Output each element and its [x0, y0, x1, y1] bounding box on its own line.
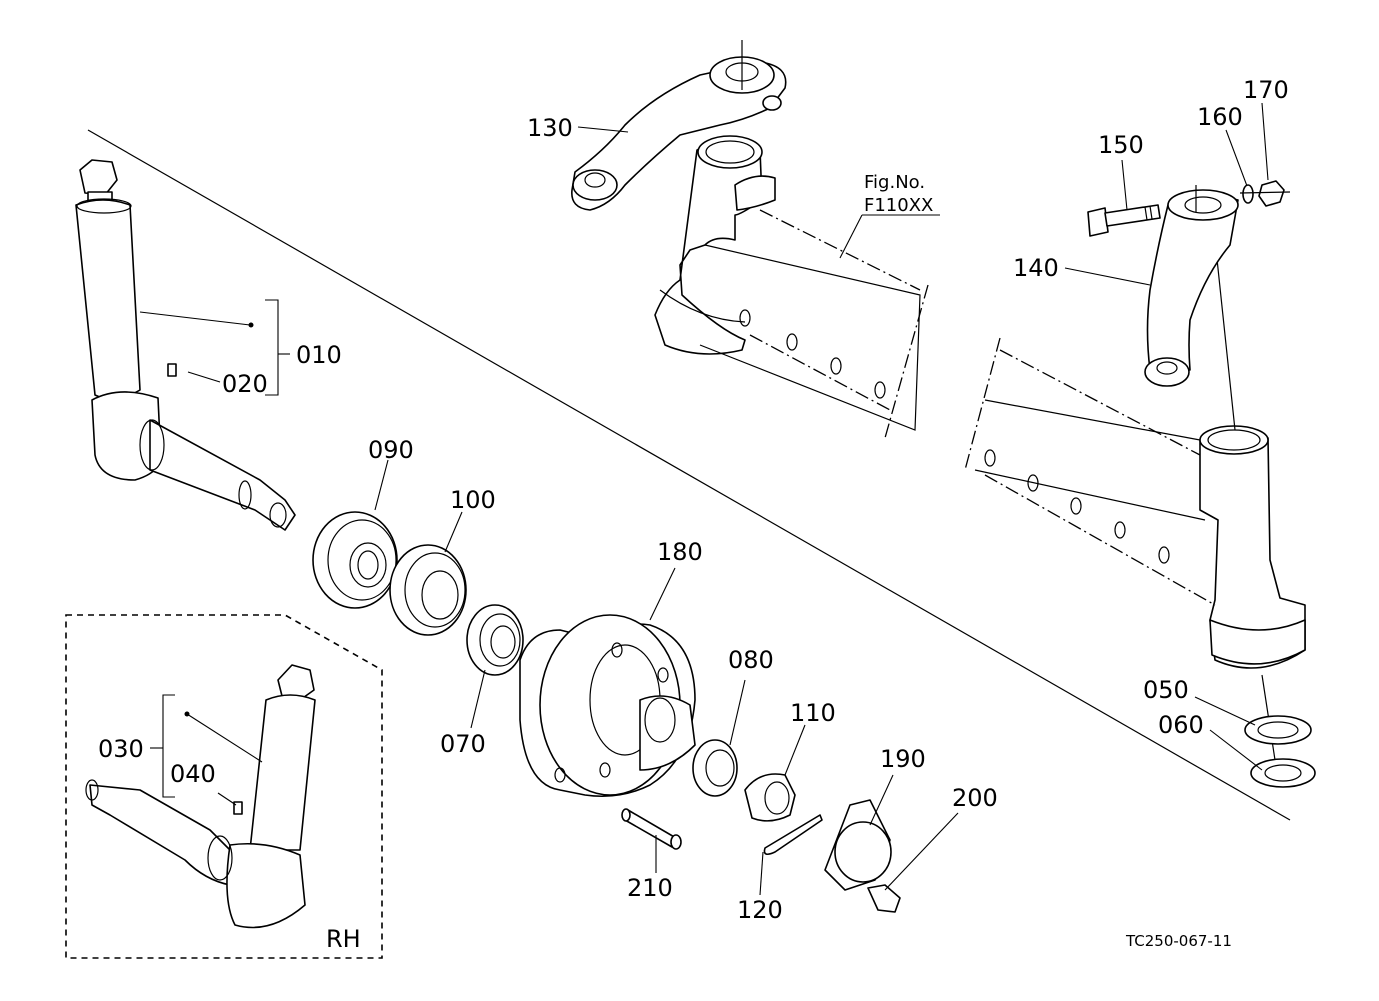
callout-080: 080	[728, 646, 774, 674]
callout-090: 090	[368, 436, 414, 464]
assembly-axis-line	[87, 129, 1291, 821]
callout-100: 100	[450, 486, 496, 514]
hub-cap-190[interactable]	[824, 799, 892, 891]
figure-reference-code: F110XX	[864, 195, 933, 216]
callout-140: 140	[1013, 254, 1059, 282]
bracket-030	[150, 694, 263, 798]
washer-050[interactable]	[1244, 715, 1312, 745]
bracket-010	[139, 299, 290, 396]
castle-nut-110[interactable]	[744, 773, 796, 822]
bearing-070[interactable]	[466, 604, 524, 676]
oil-seal-090[interactable]	[312, 511, 398, 609]
knuckle-arm-140[interactable]	[1144, 185, 1239, 387]
callout-070: 070	[440, 730, 486, 758]
washer-160[interactable]	[1242, 184, 1254, 204]
inset-label-rh: RH	[326, 925, 361, 953]
callout-030: 030	[98, 735, 144, 763]
nut-170[interactable]	[1239, 180, 1291, 207]
washer-060[interactable]	[1250, 758, 1316, 788]
axle-bracket-right-holes	[984, 449, 1170, 564]
knuckle-spindle-lh-010[interactable]	[75, 159, 296, 531]
knuckle-spindle-rh-030[interactable]	[85, 664, 316, 929]
wheel-hub-180[interactable]	[519, 614, 696, 798]
axle-bracket-upper	[654, 135, 929, 439]
axle-bracket-right	[964, 239, 1306, 761]
knuckle-arm-130[interactable]	[571, 40, 787, 211]
drawing-code: TC250-067-11	[1125, 932, 1232, 950]
callout-150: 150	[1098, 131, 1144, 159]
grease-nipple-040[interactable]	[233, 801, 243, 815]
callout-120: 120	[737, 896, 783, 924]
callout-170: 170	[1243, 76, 1289, 104]
callout-200: 200	[952, 784, 998, 812]
callout-060: 060	[1158, 711, 1204, 739]
stud-bolt-210[interactable]	[621, 808, 682, 850]
callout-040: 040	[170, 760, 216, 788]
callout-110: 110	[790, 699, 836, 727]
callout-010: 010	[296, 341, 342, 369]
callout-020: 020	[222, 370, 268, 398]
callout-190: 190	[880, 745, 926, 773]
rh-inset-frame	[65, 614, 383, 959]
callout-160: 160	[1197, 103, 1243, 131]
figure-reference-label: Fig.No.	[864, 172, 925, 193]
axle-bracket-upper-holes	[739, 309, 886, 399]
grease-nipple-020[interactable]	[167, 363, 177, 377]
bearing-080[interactable]	[692, 739, 738, 797]
split-pin-120[interactable]	[763, 814, 823, 856]
callout-180: 180	[657, 538, 703, 566]
leader-lines	[187, 102, 1269, 896]
callout-050: 050	[1143, 676, 1189, 704]
callout-210: 210	[627, 874, 673, 902]
bolt-150[interactable]	[1087, 204, 1161, 237]
grease-nipple-200[interactable]	[867, 884, 901, 913]
callout-130: 130	[527, 114, 573, 142]
bearing-race-100[interactable]	[389, 544, 467, 636]
